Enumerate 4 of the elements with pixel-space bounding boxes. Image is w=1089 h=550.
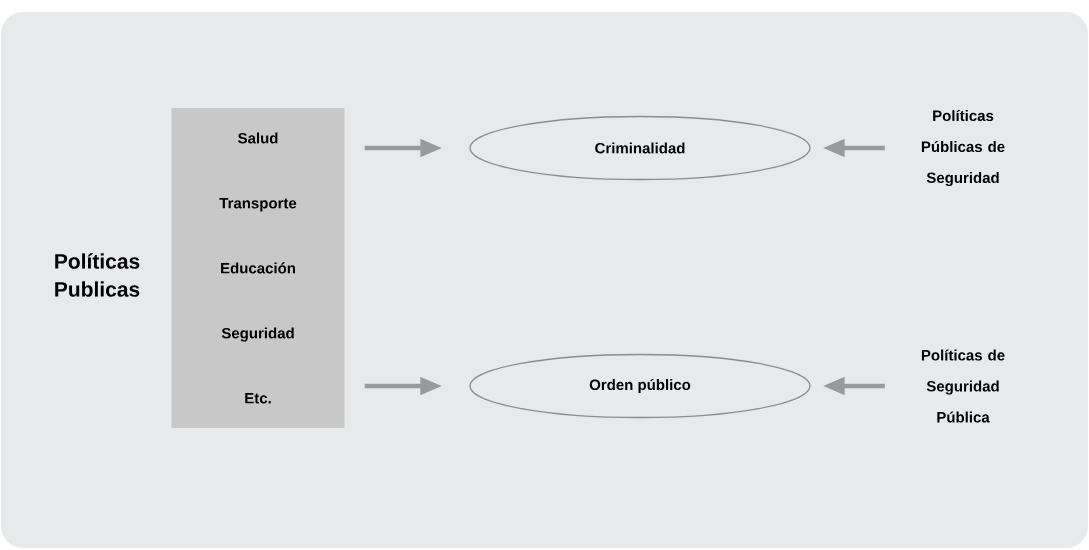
category-box: Salud Transporte Educación Seguridad Etc. xyxy=(171,108,345,428)
text-label: Políticas Públicas de Seguridad xyxy=(921,109,1005,187)
heading: Políticas Publicas xyxy=(55,253,140,297)
text-label: Políticas de Seguridad Pública xyxy=(921,349,1005,423)
